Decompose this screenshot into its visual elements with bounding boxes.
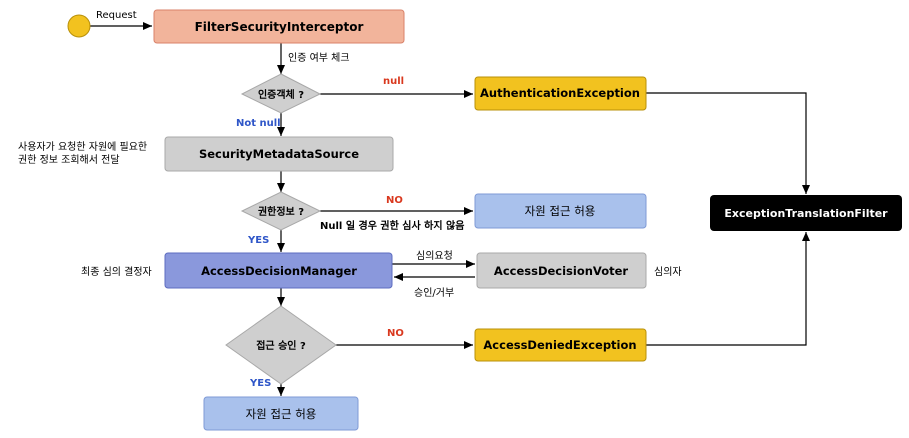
access-granted-top-box [474,193,647,229]
approve-deny-label: 승인/거부 [414,287,454,299]
access-decision-voter-box [476,252,647,289]
request-label: Request [96,10,137,21]
null-label: null [383,76,404,87]
access-granted-top-label: 자원 접근 허용 [525,204,596,218]
not-null-label: Not null [236,118,281,129]
access-approved-decision-label: 접근 승인 ? [256,339,306,352]
review-request-label: 심의요청 [416,250,453,262]
access-decision-manager-label: AccessDecisionManager [201,264,357,278]
exception-translation-filter-box [710,195,902,231]
request-start-node [67,14,91,38]
auth-object-decision [240,73,322,114]
metadata-desc-line2: 권한 정보 조회해서 전달 [18,153,120,166]
no-top-label: NO [386,195,403,206]
metadata-desc-line1: 사용자가 요청한 자원에 필요한 [18,141,147,153]
permission-info-decision [240,191,322,231]
authentication-exception-label: AuthenticationException [480,86,640,100]
filter-security-interceptor-label: FilterSecurityInterceptor [195,20,364,34]
yes-mid-label: YES [247,235,269,246]
permission-info-decision-label: 권한정보 ? [258,205,304,218]
yes-bottom-label: YES [249,378,271,389]
access-approved-decision [225,305,337,385]
access-granted-bottom-label: 자원 접근 허용 [246,407,317,421]
access-decision-manager-box [164,252,393,289]
access-denied-exception-box [474,328,647,362]
connectors [90,22,810,396]
filter-security-interceptor-box [153,9,405,44]
security-metadata-source-label: SecurityMetadataSource [199,147,359,161]
exception-translation-filter-label: ExceptionTranslationFilter [724,207,888,220]
no-bottom-label: NO [387,328,404,339]
final-decider-label: 최종 심의 결정자 [81,266,152,278]
access-denied-exception-label: AccessDeniedException [483,338,636,352]
security-metadata-source-box [164,136,394,172]
authentication-exception-box [474,76,647,111]
null-no-review-label: Null 일 경우 권한 심사 하지 않음 [320,219,464,232]
access-decision-voter-label: AccessDecisionVoter [494,264,628,278]
auth-object-decision-label: 인증객체 ? [258,88,304,101]
auth-check-label: 인증 여부 체크 [288,52,350,64]
reviewer-label: 심의자 [654,266,682,278]
arrow-denied-to-translation-filter [646,232,810,346]
access-granted-bottom-box [203,396,359,431]
arrow-auth-exception-to-translation-filter [646,92,810,194]
